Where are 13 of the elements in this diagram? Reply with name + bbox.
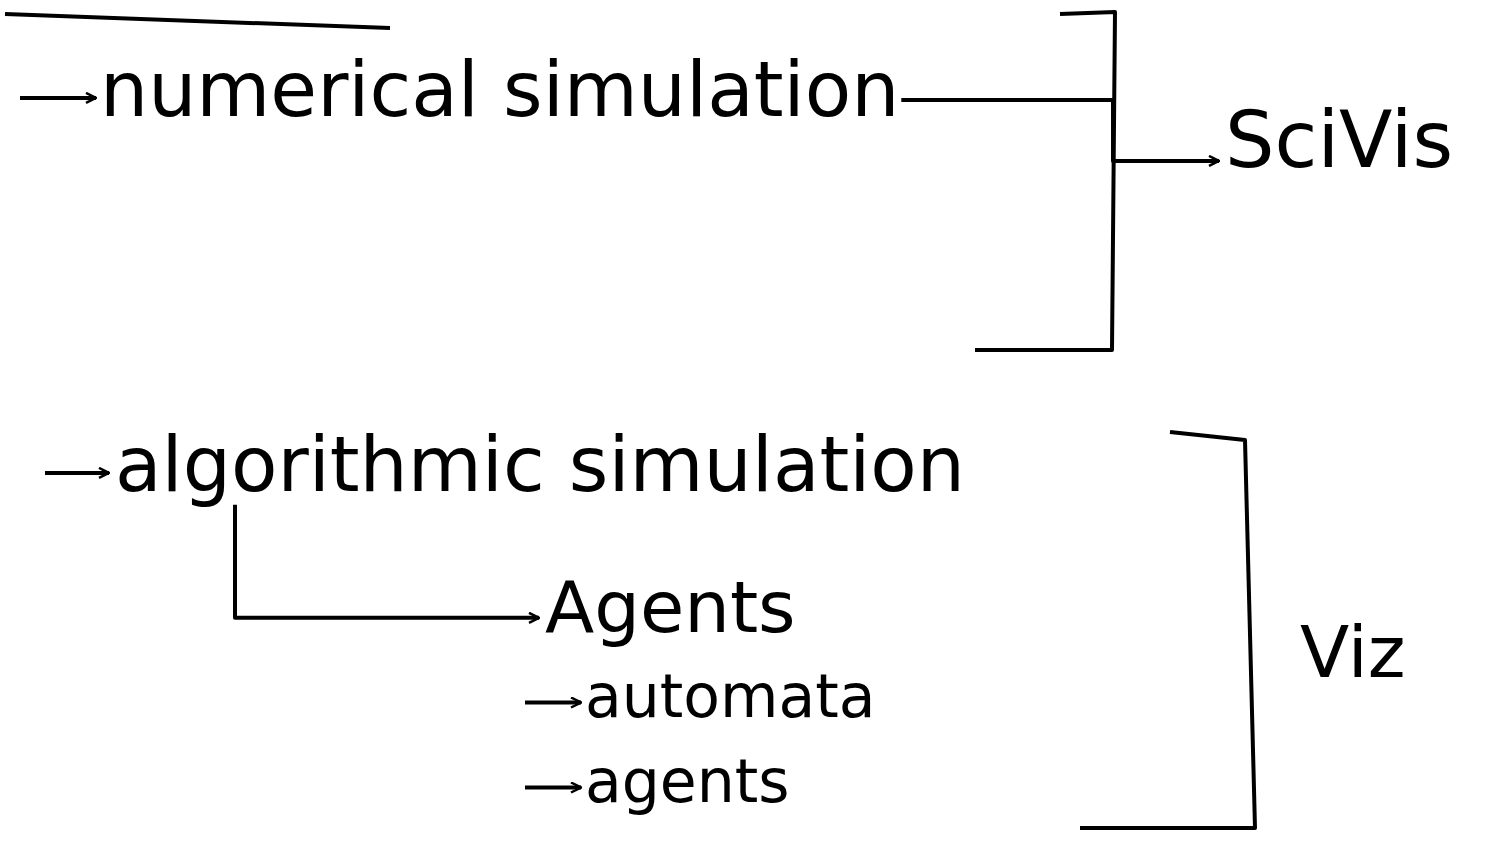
handwritten-text: algorithmic simulation — [115, 425, 966, 505]
handwritten-text: Agents — [545, 570, 796, 646]
side-label: Viz — [1300, 615, 1406, 691]
arrow — [901, 97, 1221, 168]
handwritten-text: numerical simulation — [100, 50, 900, 130]
arrow — [20, 91, 98, 105]
arrow — [525, 781, 583, 794]
arrow — [45, 466, 111, 480]
arrow — [525, 696, 583, 709]
handwritten-text: SciVis — [1225, 100, 1454, 182]
handwritten-text: automata — [585, 665, 876, 728]
arrow — [233, 504, 541, 625]
handwritten-text: agents — [585, 750, 790, 813]
